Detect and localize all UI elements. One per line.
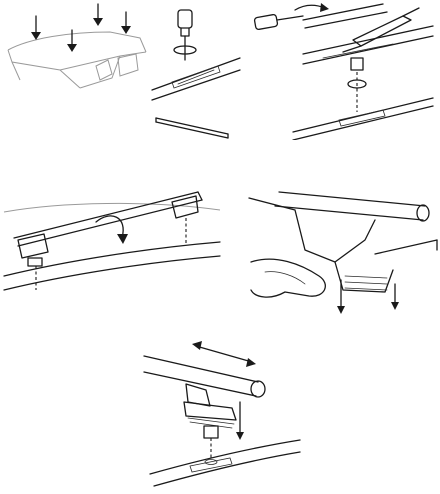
crossbar xyxy=(13,191,203,247)
step-1-car-roof-panel xyxy=(0,0,150,110)
step-4-crossbar-rotate-panel xyxy=(0,180,225,300)
step-5-foot-tightening-panel xyxy=(245,180,440,320)
foot-left xyxy=(17,233,49,290)
car-outline xyxy=(7,31,147,89)
foot xyxy=(183,383,237,460)
step-2-rail-fixing-panel xyxy=(148,0,243,140)
foot-right xyxy=(171,195,199,244)
roof-rail xyxy=(149,439,301,487)
crossbar xyxy=(143,355,266,398)
screwdriver xyxy=(177,9,193,61)
step-3-cover-removal-panel xyxy=(243,0,440,140)
step-6-position-foot-panel xyxy=(140,332,305,494)
roof-outline xyxy=(3,202,221,291)
crossbar-end xyxy=(274,191,430,222)
middle-rail xyxy=(302,25,434,65)
rotation-arrow xyxy=(95,215,124,239)
double-arrow xyxy=(192,341,256,367)
down-arrows xyxy=(31,3,131,52)
pliers xyxy=(342,7,420,53)
lower-rail xyxy=(292,97,434,140)
screwdriver-tool xyxy=(253,14,304,30)
hand xyxy=(250,258,326,298)
screw xyxy=(347,57,367,112)
spacer-rod xyxy=(155,117,229,139)
upper-rail xyxy=(302,3,388,29)
roof-rail xyxy=(151,57,241,101)
rotation-arrow xyxy=(173,45,197,55)
key xyxy=(374,239,438,255)
foot-housing xyxy=(248,197,394,293)
